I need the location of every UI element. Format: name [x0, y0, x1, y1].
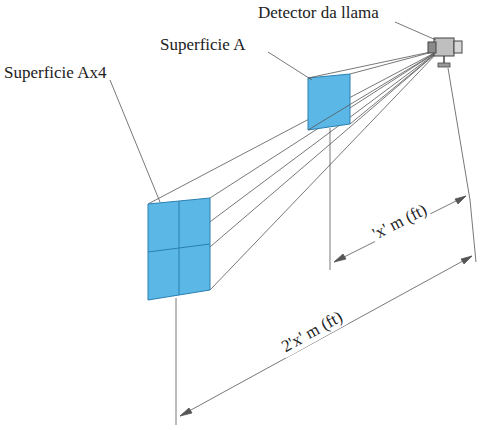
- sight-lines-front: [308, 50, 440, 130]
- dimension-x: [330, 68, 470, 270]
- dimension-label: 'x' m (ft): [368, 200, 432, 245]
- surface-label: Superficie A: [160, 36, 245, 55]
- device-label: Detector da llama: [258, 4, 379, 23]
- surface-large: [148, 198, 210, 300]
- leader-lines: [110, 22, 436, 202]
- flame-detector: [428, 38, 462, 67]
- dimension-2x: [176, 200, 476, 425]
- sight-lines: [148, 50, 440, 300]
- surface-small: [308, 74, 350, 130]
- surface-label: Superficie Ax4: [4, 64, 106, 83]
- dimension-label: 2'x' m (ft): [277, 307, 348, 358]
